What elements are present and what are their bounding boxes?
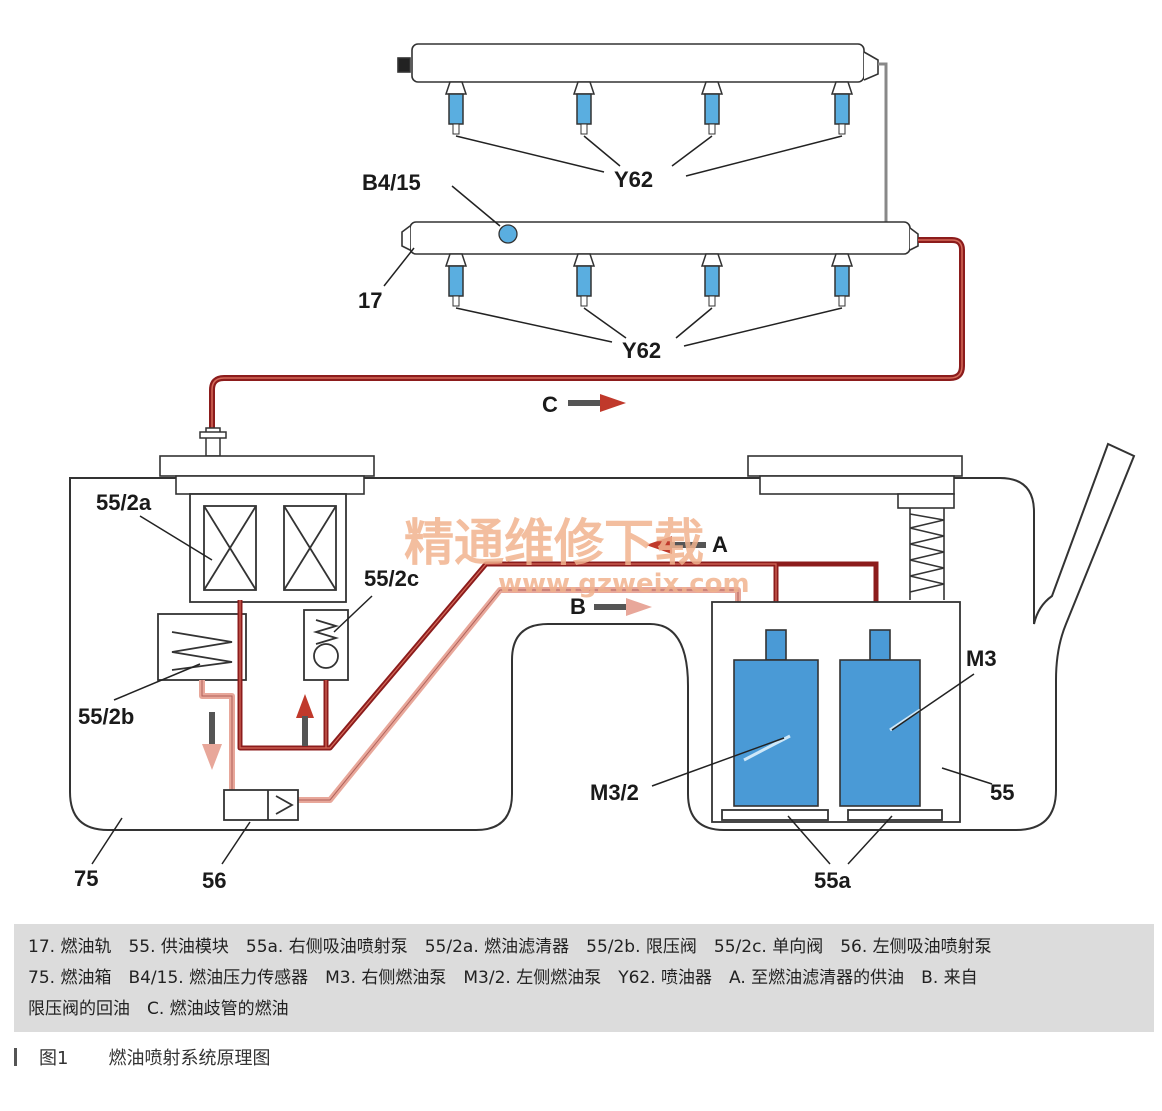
fuel-filter-55-2a (189, 493, 347, 603)
label-b: B (570, 594, 586, 619)
fuel-pump-m3 (839, 629, 921, 807)
legend-line-3: 限压阀的回油 C. 燃油歧管的燃油 (28, 999, 289, 1019)
label-55: 55 (990, 780, 1014, 805)
pressure-valve-55-2b (157, 613, 247, 681)
tank-flange-right (747, 455, 963, 509)
arrow-c (568, 394, 626, 412)
label-y62-bottom: Y62 (622, 338, 661, 363)
fuel-rail-top (397, 43, 888, 222)
label-b4-15: B4/15 (362, 170, 421, 195)
arrow-down-return (202, 712, 222, 770)
caption-title: 燃油喷射系统原理图 (108, 1048, 271, 1069)
watermark-url: www.gzweix.com (498, 569, 750, 599)
injectors-bottom (444, 253, 854, 307)
label-55a-leaders (787, 815, 893, 865)
check-valve-55-2c (303, 609, 349, 681)
figure-caption: 图1 燃油喷射系统原理图 (14, 1042, 270, 1072)
label-y62-top: Y62 (614, 167, 653, 192)
fuel-injection-diagram: Y62 B4/15 17 Y62 C (69, 43, 1136, 893)
label-c: C (542, 392, 558, 417)
label-m3: M3 (966, 646, 997, 671)
fuel-rail-bottom (401, 221, 919, 255)
y62-top-leaders (455, 135, 843, 177)
label-m3-2: M3/2 (590, 780, 639, 805)
caption-bar (14, 1048, 17, 1066)
label-a: A (712, 532, 728, 557)
jet-pump-56 (223, 789, 299, 821)
outlet-fitting (199, 427, 227, 457)
module-spring (909, 508, 945, 600)
label-56: 56 (202, 868, 226, 893)
label-75: 75 (74, 866, 98, 891)
arrow-b (594, 598, 652, 616)
watermark-title: 精通维修下载 (404, 514, 704, 572)
caption-figure-number: 图1 (39, 1048, 69, 1069)
legend-box: 17. 燃油轨 55. 供油模块 55a. 右侧吸油喷射泵 55/2a. 燃油滤… (14, 924, 1154, 1032)
label-55-2a: 55/2a (96, 490, 152, 515)
legend-line-2: 75. 燃油箱 B4/15. 燃油压力传感器 M3. 右侧燃油泵 M3/2. 左… (28, 968, 978, 988)
y62-bottom-leaders (455, 307, 843, 347)
pressure-sensor-b4-15 (498, 224, 518, 244)
arrow-up-check (296, 694, 314, 746)
label-55-2c: 55/2c (364, 566, 419, 591)
fuel-pump-m3-2 (733, 629, 819, 807)
label-55a: 55a (814, 868, 851, 893)
label-55-2b: 55/2b (78, 704, 134, 729)
legend-line-1: 17. 燃油轨 55. 供油模块 55a. 右侧吸油喷射泵 55/2a. 燃油滤… (28, 937, 992, 957)
tank-flange-left (159, 455, 375, 495)
arrow-a (646, 536, 706, 554)
label-17: 17 (358, 288, 382, 313)
injectors-top (444, 81, 854, 135)
